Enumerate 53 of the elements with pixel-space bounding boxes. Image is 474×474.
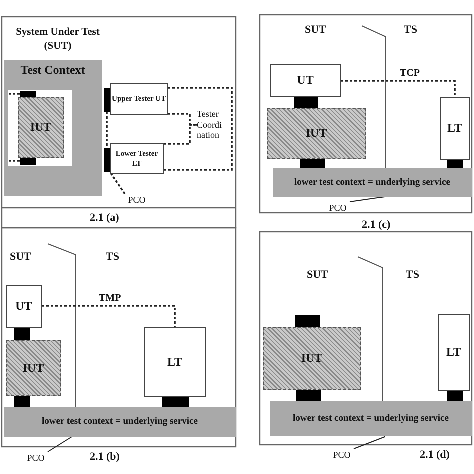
region-label: SUT [10, 252, 32, 263]
test-context-band: lower test context = underlying service [4, 407, 236, 437]
pco-bar [104, 148, 110, 172]
pco-text: PCO [326, 202, 350, 214]
pco-bar [20, 158, 36, 165]
test-context-band: lower test context = underlying service [273, 168, 472, 197]
dotted-line [9, 93, 20, 95]
pco-text: PCO [330, 449, 354, 461]
pco-text: PCO [125, 194, 149, 206]
edge-label: TMP [97, 294, 124, 304]
dotted-line [341, 80, 456, 97]
region-label: TS [404, 25, 418, 36]
iut-box: IUT [6, 340, 61, 396]
figure-caption: 2.1 (a) [90, 213, 120, 224]
figure-caption: 2.1 (b) [90, 452, 120, 463]
tester-box: UT [270, 64, 341, 97]
pco-bar [14, 328, 30, 340]
region-label: TS [406, 270, 420, 281]
figure-caption: 2.1 (c) [362, 220, 391, 231]
dotted-line [42, 305, 176, 327]
pco-bar [447, 391, 463, 401]
tester-box: LT [440, 97, 470, 160]
tester-coordination-text: Tester Coordi nation [197, 104, 229, 146]
dotted-line [109, 172, 126, 194]
dotted-line [164, 87, 233, 171]
pco-bar [14, 396, 30, 407]
region-label: System Under Test (SUT) [15, 26, 101, 54]
tester-box: LT [438, 314, 470, 391]
pco-bar [294, 97, 318, 108]
pco-text: PCO [24, 452, 48, 464]
pco-bar [162, 397, 189, 407]
region-label: SUT [307, 270, 328, 281]
region-label: SUT [305, 25, 326, 36]
pco-bar [296, 390, 321, 401]
dotted-line [168, 113, 197, 126]
test-context-area: Test Context IUT [4, 60, 102, 196]
pco-bar [300, 159, 325, 168]
iut-box: IUT [267, 108, 366, 159]
iut-box: IUT [263, 327, 361, 390]
dotted-line [9, 160, 20, 162]
region-label: TS [106, 252, 120, 263]
tester-box: UT [6, 285, 42, 328]
pco-bar [295, 315, 320, 327]
tester-box: LT [144, 327, 206, 397]
iut-box: IUT [18, 97, 64, 158]
edge-label: TCP [398, 69, 422, 79]
test-context-band: lower test context = underlying service [270, 401, 472, 436]
dotted-line [106, 112, 108, 148]
pco-bar [447, 160, 463, 168]
dotted-line [164, 124, 197, 145]
figure-caption: 2.1 (d) [420, 450, 450, 461]
pco-bar [104, 88, 110, 112]
pco-bar [20, 91, 36, 97]
